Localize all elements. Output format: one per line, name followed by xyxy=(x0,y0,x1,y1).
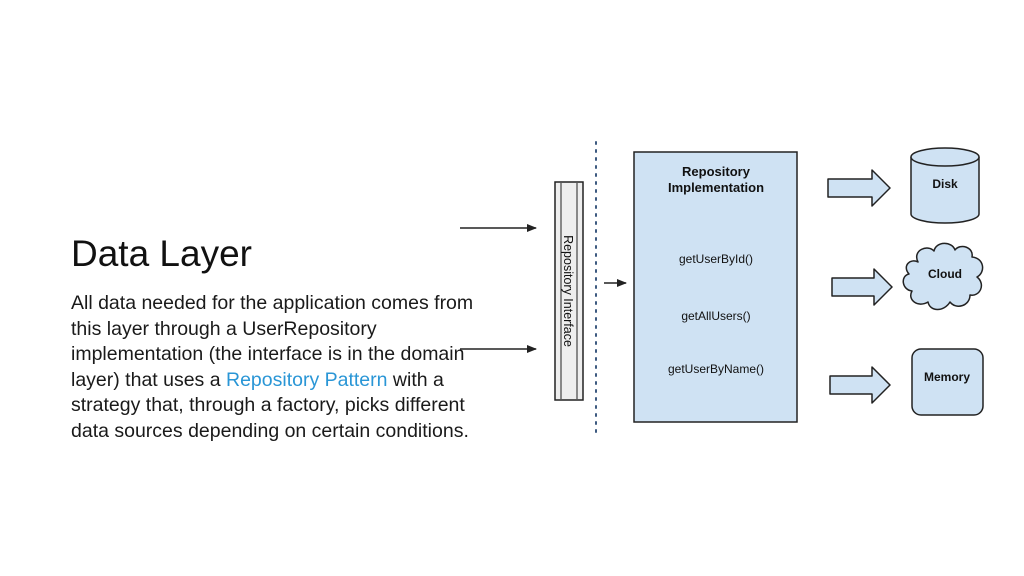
block-arrow-disk xyxy=(827,169,891,207)
description-text-2: with a strategy that, through a factory,… xyxy=(71,368,469,442)
block-arrow-cloud xyxy=(831,268,893,306)
repository-pattern-link[interactable]: Repository Pattern xyxy=(226,368,388,391)
disk-cylinder: Disk xyxy=(910,147,980,224)
repository-interface-label: Repository Interface xyxy=(561,235,575,347)
slide-description: All data needed for the application come… xyxy=(71,291,481,444)
method-get-user-by-name: getUserByName() xyxy=(668,362,764,376)
memory-box: Memory xyxy=(911,348,984,416)
cloud-shape: Cloud xyxy=(902,242,984,311)
block-arrow-memory xyxy=(829,366,891,404)
implementation-title-line2: Implementation xyxy=(668,180,764,195)
description-text-1: All data needed for the application come… xyxy=(71,292,474,391)
memory-label: Memory xyxy=(924,370,970,384)
repository-implementation-box: Repository Implementation getUserById() … xyxy=(633,151,798,423)
method-get-user-by-id: getUserById() xyxy=(679,252,753,266)
disk-label: Disk xyxy=(932,177,958,191)
repository-interface-bar: Repository Interface xyxy=(554,181,584,401)
cloud-label: Cloud xyxy=(928,267,962,281)
method-get-all-users: getAllUsers() xyxy=(681,309,750,323)
slide-title: Data Layer xyxy=(71,233,252,274)
implementation-title-line1: Repository xyxy=(682,164,751,179)
